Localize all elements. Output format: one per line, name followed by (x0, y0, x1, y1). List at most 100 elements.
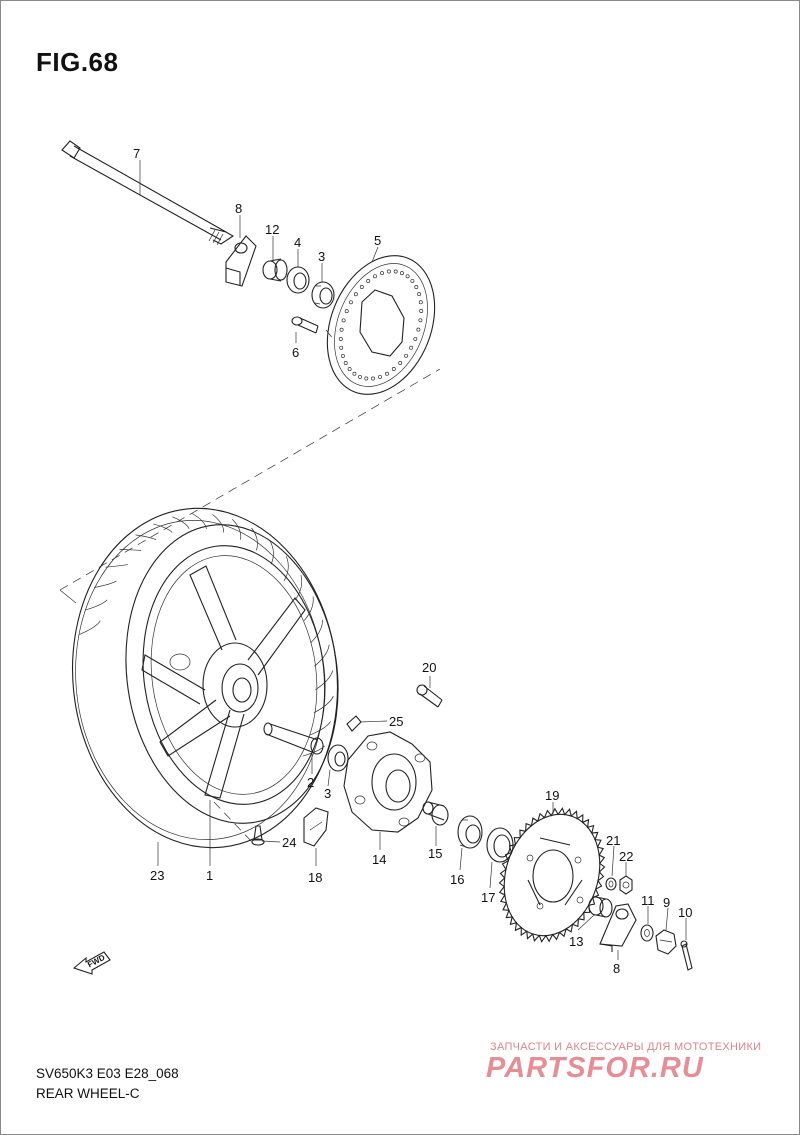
tread-groove (232, 518, 242, 540)
tread-groove (315, 670, 334, 690)
disc-hole (366, 279, 371, 283)
disc-bolt-part[interactable] (291, 316, 319, 334)
cotter-pin-part[interactable] (680, 940, 693, 971)
axle-spacer-right-part[interactable] (588, 896, 613, 918)
disc-hole (398, 361, 403, 365)
tread-groove (94, 580, 117, 588)
callout-24: 24 (282, 835, 296, 850)
callout-6: 6 (292, 345, 299, 360)
disc-hole (418, 318, 423, 323)
tread-groove (119, 549, 142, 551)
model-code: SV650K3 E03 E28_068 (36, 1066, 179, 1081)
callout-22: 22 (619, 849, 633, 864)
tread-groove (192, 513, 207, 529)
disc-hole (341, 318, 346, 323)
axle-part[interactable] (61, 140, 235, 246)
callout-5: 5 (374, 233, 381, 248)
tread-groove (105, 563, 128, 568)
tread-groove (314, 644, 330, 667)
disc-hole (405, 274, 410, 279)
callout-11: 11 (641, 893, 655, 908)
callout-18: 18 (308, 870, 322, 885)
spacer-part[interactable] (262, 258, 288, 282)
tread-groove (172, 516, 190, 529)
disc-hole (373, 274, 377, 279)
brake-disc-part[interactable] (308, 240, 455, 411)
fwd-label: FWD (86, 953, 107, 970)
disc-hole (409, 345, 414, 350)
disc-hole (391, 367, 396, 371)
callout-8-lower: 8 (613, 961, 620, 976)
disc-hole (347, 367, 352, 372)
axle-washer-part[interactable] (640, 924, 654, 942)
callout-9: 9 (663, 895, 670, 910)
callout-16: 16 (450, 872, 464, 887)
disc-hole (348, 300, 353, 305)
callout-2: 2 (307, 775, 314, 790)
disc-hole (352, 371, 357, 376)
disc-hole (413, 336, 418, 341)
tread-groove (153, 523, 173, 533)
disc-hole (410, 278, 415, 283)
tire-valve-part[interactable] (251, 825, 265, 846)
disc-hole (371, 376, 375, 381)
disc-hole (359, 285, 364, 289)
tread-groove (283, 556, 289, 581)
callout-17: 17 (481, 890, 495, 905)
tread-groove (313, 696, 334, 714)
tread-groove (251, 527, 258, 551)
tread-groove (303, 596, 314, 621)
balance-weight-part[interactable] (303, 807, 329, 847)
sprocket-nut-part[interactable] (619, 875, 633, 895)
disc-hole (387, 269, 391, 274)
tread-groove (85, 599, 108, 611)
bearing-lower-part[interactable] (327, 744, 349, 772)
fwd-arrow-icon: FWD (72, 951, 111, 975)
chain-adjuster-right-part[interactable] (599, 903, 637, 952)
disc-hole (393, 269, 398, 274)
disc-hole (339, 327, 344, 332)
disc-hole (404, 353, 409, 358)
callout-20: 20 (422, 660, 436, 675)
tread-groove (269, 540, 274, 565)
callout-12: 12 (265, 222, 279, 237)
callout-14: 14 (372, 852, 386, 867)
sprocket-bolt-part[interactable] (416, 684, 443, 708)
disc-hole (353, 292, 358, 297)
disc-hole (380, 271, 384, 276)
callout-3-upper: 3 (318, 249, 325, 264)
tire-part[interactable] (56, 495, 357, 861)
tread-groove (302, 745, 325, 757)
axle-nut-part[interactable] (655, 929, 677, 955)
bearing-upper-part[interactable] (311, 281, 335, 309)
oil-seal-part[interactable] (286, 266, 310, 294)
sprocket-drum-part[interactable] (343, 731, 433, 833)
assembly-name: REAR WHEEL-C (36, 1086, 140, 1101)
disc-hole (343, 361, 348, 365)
disc-hole (417, 292, 422, 297)
drum-bearing-part[interactable] (457, 815, 483, 849)
assembly-guide-lines (59, 329, 441, 843)
sprocket-washer-part[interactable] (605, 877, 617, 891)
drum-spacer-part[interactable] (422, 801, 449, 826)
chain-adjuster-left-part[interactable] (225, 235, 257, 287)
callout-3-lower: 3 (324, 786, 331, 801)
disc-hole (378, 374, 382, 379)
callout-13: 13 (569, 934, 583, 949)
figure-title: FIG.68 (36, 47, 119, 77)
wheel-collar-part[interactable] (263, 722, 324, 755)
rear-sprocket-part[interactable] (489, 802, 615, 948)
callout-19: 19 (545, 788, 559, 803)
wheel-rim-part[interactable] (127, 534, 341, 817)
callout-25: 25 (389, 714, 403, 729)
disc-hole (418, 300, 423, 305)
callout-8-upper: 8 (235, 201, 242, 216)
hub-cushion-part[interactable] (346, 715, 362, 732)
callout-21: 21 (606, 833, 620, 848)
callout-15: 15 (428, 846, 442, 861)
disc-hole (364, 376, 369, 381)
disc-hole (338, 337, 343, 341)
disc-hole (344, 309, 349, 314)
disc-hole (419, 309, 424, 313)
